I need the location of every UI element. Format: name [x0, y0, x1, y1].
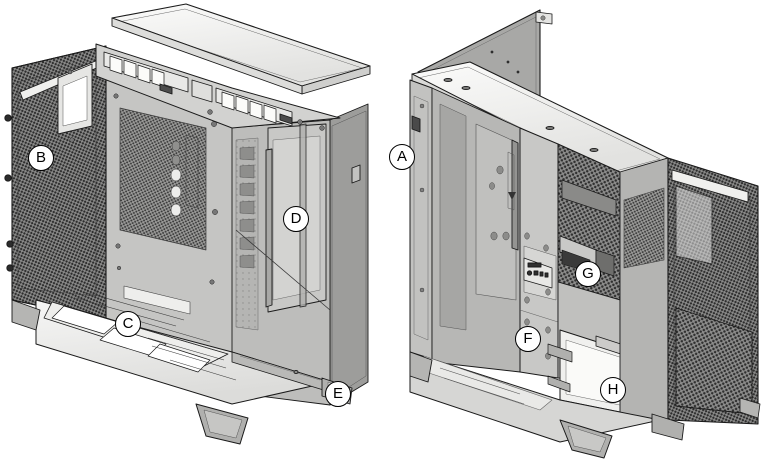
right-chassis-view [409, 9, 761, 459]
callout-marker-G[interactable]: G [575, 261, 601, 287]
left-view-top-cover [111, 3, 371, 95]
callout-marker-F[interactable]: F [515, 326, 541, 352]
callout-marker-H[interactable]: H [600, 377, 626, 403]
right-view-front-frame-post [409, 79, 433, 363]
callout-marker-D[interactable]: D [283, 206, 309, 232]
left-view-right-side-panel [329, 103, 369, 406]
right-view-interior-wall [431, 87, 521, 373]
right-view-perforated-side-panel [667, 157, 759, 425]
callout-marker-B[interactable]: B [28, 145, 54, 171]
callout-marker-E[interactable]: E [325, 381, 351, 407]
callout-marker-C[interactable]: C [115, 311, 141, 337]
callout-marker-A[interactable]: A [389, 144, 415, 170]
left-chassis-view [4, 3, 371, 445]
right-view-base [409, 351, 761, 459]
left-view-top-bezel [95, 43, 341, 131]
left-view-floor-drive-trays [35, 291, 331, 405]
left-view-perforated-side-panel [4, 45, 107, 321]
